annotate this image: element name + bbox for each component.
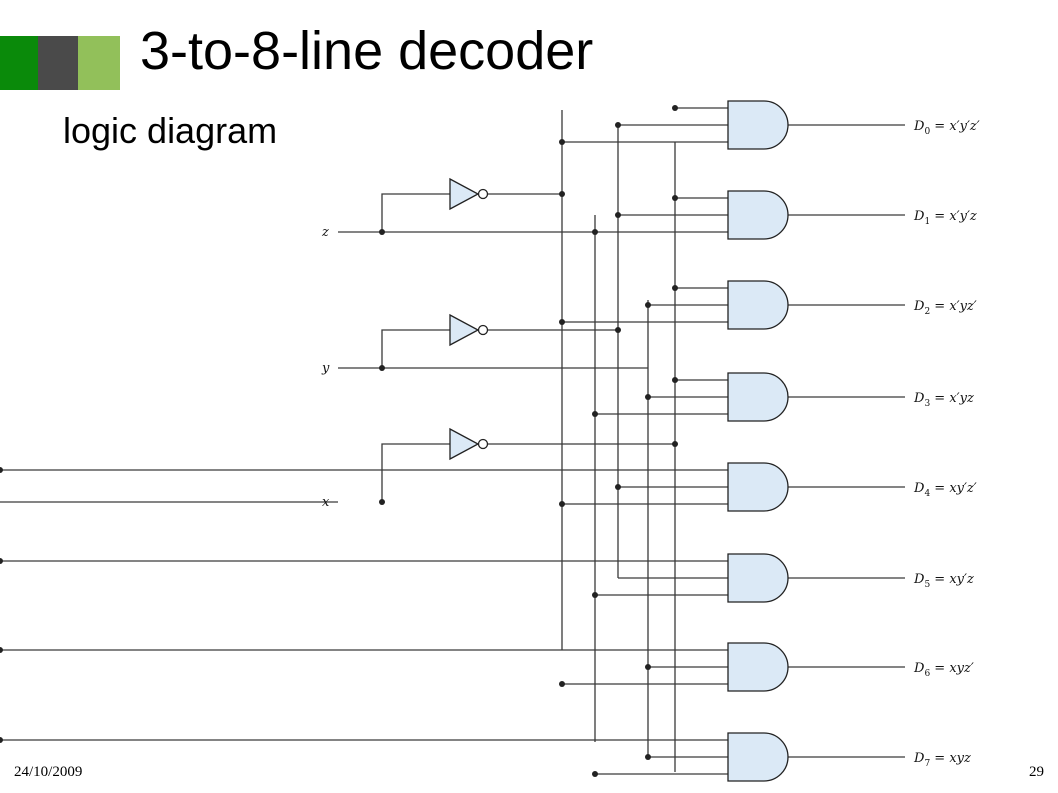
output-label-0: D0 = x′y′z′ [913,119,980,137]
junction-dot [615,484,621,490]
junction-dot [0,467,3,473]
junction-dot [645,394,651,400]
output-label-6: D6 = xyz′ [913,661,974,679]
inverter-z [449,177,480,211]
junction-dot [615,327,621,333]
and-gate-6 [727,642,789,692]
and-gate-3 [727,372,789,422]
junction-dot [592,411,598,417]
input-label-x: x [322,495,330,510]
gates [449,100,789,782]
slide-subtitle: logic diagram [63,110,278,151]
and-gate-7 [727,732,789,782]
labels: z y x D0 = x′y′z′ D1 = x′y′z D2 = x′yz′ D3 = x… [321,119,980,769]
output-label-2: D2 = x′yz′ [913,299,977,317]
junction-dot [0,647,3,653]
slide-title: 3-to-8-line decoder [140,21,594,81]
junction-dots [0,105,678,777]
junction-dot [379,365,385,371]
junction-dot [672,195,678,201]
junction-dot [559,191,565,197]
page-number: 29 [1029,764,1044,780]
and-gate-4 [727,462,789,512]
junction-dot [672,441,678,447]
junction-dot [559,139,565,145]
junction-dot [645,754,651,760]
and-gate-2 [727,280,789,330]
junction-dot [645,302,651,308]
accent-block-gray [38,36,78,90]
junction-dot [559,501,565,507]
inverter-y [449,313,480,347]
and-gate-0 [727,100,789,150]
junction-dot [672,377,678,383]
junction-dot [379,499,385,505]
junction-dot [592,592,598,598]
input-label-y: y [321,361,330,376]
accent-block-light-green [78,36,120,90]
wires [0,107,905,775]
junction-dot [615,212,621,218]
inverter-x [449,427,480,461]
junction-dot [592,229,598,235]
and-gate-1 [727,190,789,240]
inverter-bubble-z [477,188,489,200]
accent-block-green [0,36,38,90]
output-label-7: D7 = xyz [913,751,971,769]
inverter-feed-x [381,443,450,502]
output-label-4: D4 = xy′z′ [913,481,977,499]
inverter-bubble-y [477,324,489,336]
output-label-3: D3 = x′yz [913,391,974,409]
junction-dot [615,122,621,128]
junction-dot [379,229,385,235]
output-label-5: D5 = xy′z [913,572,974,590]
junction-dot [672,105,678,111]
input-label-z: z [321,225,329,240]
and-gate-5 [727,553,789,603]
inverter-feed-z [381,193,450,232]
junction-dot [672,285,678,291]
inverter-feed-y [381,329,450,368]
junction-dot [592,771,598,777]
inverter-bubble-x [477,438,489,450]
junction-dot [645,664,651,670]
junction-dot [559,319,565,325]
footer-date: 24/10/2009 [14,764,83,780]
output-label-1: D1 = x′y′z [913,209,977,227]
junction-dot [0,558,3,564]
junction-dot [559,681,565,687]
junction-dot [0,737,3,743]
